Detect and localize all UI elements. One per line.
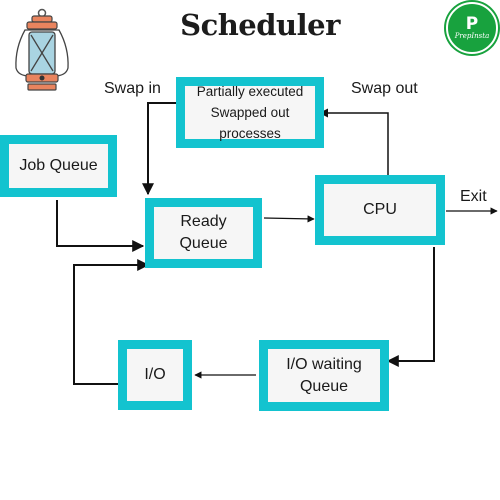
swapped-out-line-3: processes [219,126,281,141]
ready-queue-line-1: Ready [180,213,227,230]
job-queue-box: Job Queue [0,135,117,197]
job-queue-label: Job Queue [19,157,98,174]
brand-wordmark: PrepInsta [454,31,490,40]
io-waiting-line-1: I/O waiting [286,355,362,373]
io-waiting-line-2: Queue [299,377,349,395]
ready-queue-box: Ready Queue [145,198,262,268]
edge-io-to-ready [73,259,150,385]
swapped-out-line-2: Swapped out [210,105,290,120]
io-waiting-queue-box: I/O waiting Queue [259,340,389,411]
brand-logo: P PrepInsta [446,2,498,54]
edge-cpu-to-io-waiting [386,247,435,367]
edge-job-to-ready [56,200,145,252]
swapped-out-line-1: Partially executed [196,84,304,99]
cpu-label: CPU [363,201,397,218]
io-label: I/O [144,366,166,383]
edge-swap-in [142,102,178,196]
brand-mark: P [465,13,479,34]
edge-ready-to-cpu [263,215,315,223]
ready-queue-line-2: Queue [179,235,228,252]
cpu-box: CPU [315,175,445,245]
page-title: Scheduler [180,8,340,42]
io-box: I/O [118,340,192,410]
edge-swap-out [319,108,389,176]
exit-label: Exit [460,188,487,205]
swapped-out-box: Partially executed Swapped out processes [176,77,324,148]
lantern-icon [15,8,69,91]
swap-out-label: Swap out [351,80,418,97]
swap-in-label: Swap in [104,80,161,97]
